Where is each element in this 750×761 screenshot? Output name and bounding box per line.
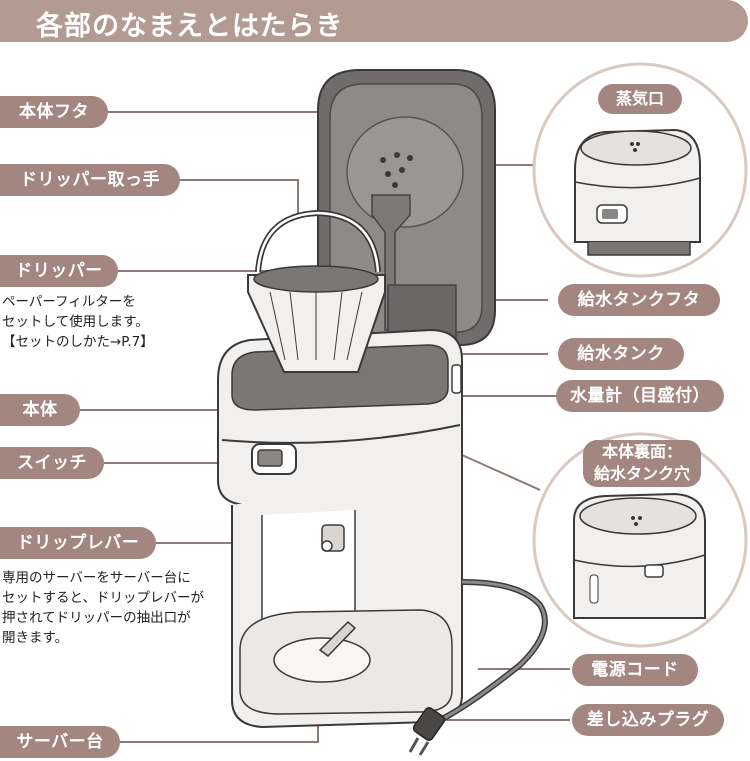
steam-vent-inset bbox=[532, 62, 748, 278]
label-switch: スイッチ bbox=[0, 447, 104, 479]
label-power-cord: 電源コード bbox=[572, 654, 698, 686]
label-back-hole: 本体裏面： 給水タンク穴 bbox=[583, 440, 701, 487]
page-title: 各部のなまえとはたらき bbox=[36, 11, 344, 42]
label-body: 本体 bbox=[0, 394, 80, 426]
drip-lever-note: 専用のサーバーをサーバー台に セットすると、ドリップレバーが 押されてドリッパー… bbox=[2, 570, 204, 646]
dripper-graphic bbox=[247, 209, 386, 373]
label-lid: 本体フタ bbox=[0, 96, 108, 128]
label-plug: 差し込みプラグ bbox=[572, 704, 724, 736]
label-water-gauge: 水量計（目盛付） bbox=[556, 380, 724, 412]
label-tank: 給水タンク bbox=[558, 338, 684, 370]
body-graphic bbox=[217, 328, 463, 729]
label-tank-lid: 給水タンクフタ bbox=[558, 284, 720, 316]
dripper-note: ペーパーフィルターを セットして使用します。 【セットのしかた→P.7】 bbox=[2, 294, 154, 350]
label-server-base: サーバー台 bbox=[0, 726, 120, 758]
label-steam-vent: 蒸気口 bbox=[598, 84, 682, 114]
back-hole-inset bbox=[532, 432, 748, 648]
title-banner: 各部のなまえとはたらき bbox=[0, 0, 748, 42]
cord-graphic bbox=[408, 579, 548, 756]
label-dripper-handle: ドリッパー取っ手 bbox=[0, 164, 180, 196]
label-dripper: ドリッパー bbox=[0, 255, 118, 287]
label-drip-lever: ドリップレバー bbox=[0, 527, 156, 559]
